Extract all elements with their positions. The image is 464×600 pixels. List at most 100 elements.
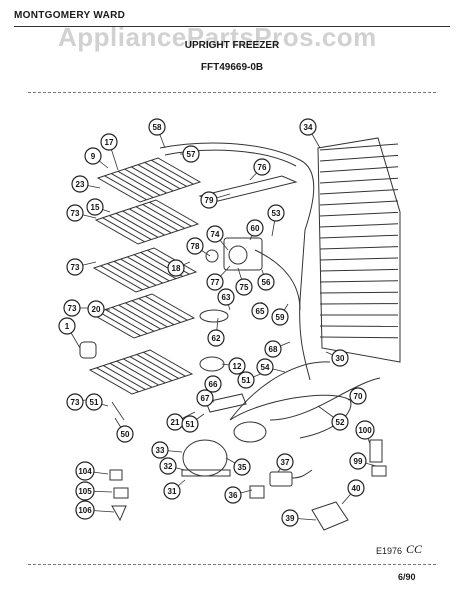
part-callout[interactable]: 105 xyxy=(75,481,95,501)
callout-number: 66 xyxy=(209,380,218,389)
callout-number: 32 xyxy=(164,462,173,471)
relay-36 xyxy=(249,485,265,499)
part-callout[interactable]: 77 xyxy=(206,273,224,291)
part-callout[interactable]: 51 xyxy=(181,415,199,433)
light-socket-1 xyxy=(79,341,97,359)
part-callout[interactable]: 23 xyxy=(71,175,89,193)
part-callout[interactable]: 74 xyxy=(206,225,224,243)
part-callout[interactable]: 60 xyxy=(246,219,264,237)
part-callout[interactable]: 20 xyxy=(87,300,105,318)
part-callout[interactable]: 63 xyxy=(217,288,235,306)
callout-number: 37 xyxy=(281,458,290,467)
callout-number: 57 xyxy=(187,150,196,159)
part-callout[interactable]: 65 xyxy=(251,302,269,320)
callout-number: 65 xyxy=(256,307,265,316)
coil-tube xyxy=(319,177,399,184)
top-divider xyxy=(28,92,436,93)
part-callout[interactable]: 9 xyxy=(84,147,102,165)
callout-number: 50 xyxy=(121,430,130,439)
part-callout[interactable]: 21 xyxy=(166,413,184,431)
part-callout[interactable]: 70 xyxy=(349,387,367,405)
part-callout[interactable]: 73 xyxy=(63,299,81,317)
part-callout[interactable]: 33 xyxy=(151,441,169,459)
part-callout[interactable]: 62 xyxy=(207,329,225,347)
part-callout[interactable]: 66 xyxy=(204,375,222,393)
part-callout[interactable]: 76 xyxy=(253,158,271,176)
part-callout[interactable]: 67 xyxy=(196,389,214,407)
part-callout[interactable]: 1 xyxy=(58,317,76,335)
part-callout[interactable]: 17 xyxy=(100,133,118,151)
coil-tube xyxy=(319,166,399,173)
part-callout[interactable]: 31 xyxy=(163,482,181,500)
part-callout[interactable]: 51 xyxy=(237,371,255,389)
coil-tube xyxy=(319,143,399,151)
model-number: FFT49669-0B xyxy=(200,62,264,73)
part-callout[interactable]: 57 xyxy=(182,145,200,163)
part-callout[interactable]: 53 xyxy=(267,204,285,222)
coil-tube xyxy=(319,268,399,272)
part-callout[interactable]: 58 xyxy=(148,118,166,136)
part-callout[interactable]: 99 xyxy=(349,452,367,470)
part-callout[interactable]: 51 xyxy=(85,393,103,411)
part-callout[interactable]: 78 xyxy=(186,237,204,255)
callout-number: 56 xyxy=(262,278,271,287)
callout-number: 9 xyxy=(91,152,96,161)
callout-number: 30 xyxy=(336,354,345,363)
refrigerant-tubing xyxy=(159,142,381,421)
wire-shelf xyxy=(88,349,194,395)
brand-name: MONTGOMERY WARD xyxy=(14,10,126,21)
shelves-group xyxy=(88,157,202,395)
part-callout[interactable]: 30 xyxy=(331,349,349,367)
part-callout[interactable]: 79 xyxy=(200,191,218,209)
callout-number: 99 xyxy=(354,457,363,466)
part-callout[interactable]: 59 xyxy=(271,308,289,326)
part-callout[interactable]: 54 xyxy=(256,358,274,376)
part-callout[interactable]: 73 xyxy=(66,393,84,411)
drain-pan-12 xyxy=(199,356,225,372)
part-callout[interactable]: 106 xyxy=(75,500,95,520)
callout-number: 75 xyxy=(240,283,249,292)
callout-number: 12 xyxy=(233,362,242,371)
callout-number: 15 xyxy=(91,203,100,212)
callout-number: 40 xyxy=(352,484,361,493)
part-callout[interactable]: 104 xyxy=(75,461,95,481)
part-callout[interactable]: 68 xyxy=(264,340,282,358)
header-rule xyxy=(14,26,450,27)
part-callout[interactable]: 37 xyxy=(276,453,294,471)
defrost-timer-37 xyxy=(269,469,313,487)
callout-number: 68 xyxy=(269,345,278,354)
bottom-divider xyxy=(28,564,436,565)
part-callout[interactable]: 32 xyxy=(159,457,177,475)
callout-number: 63 xyxy=(222,293,231,302)
callout-number: 58 xyxy=(153,123,162,132)
initials-mark: CC xyxy=(406,542,423,556)
part-callout[interactable]: 73 xyxy=(66,258,84,276)
part-callout[interactable]: 18 xyxy=(167,259,185,277)
callout-number: 77 xyxy=(211,278,220,287)
wire-shelf xyxy=(92,247,198,293)
part-callout[interactable]: 100 xyxy=(355,420,375,440)
callout-number: 17 xyxy=(105,138,114,147)
part-callout[interactable]: 34 xyxy=(299,118,317,136)
part-callout[interactable]: 12 xyxy=(228,357,246,375)
cord-99-100 xyxy=(369,439,387,477)
leader-lines xyxy=(66,126,377,521)
part-callout[interactable]: 52 xyxy=(331,413,349,431)
wire-shelf xyxy=(94,199,200,245)
part-callout[interactable]: 35 xyxy=(233,458,251,476)
callout-number: 105 xyxy=(78,487,92,496)
part-callout[interactable]: 50 xyxy=(116,425,134,443)
part-callout[interactable]: 73 xyxy=(66,204,84,222)
coil-tube xyxy=(319,154,399,162)
part-callout[interactable]: 56 xyxy=(257,273,275,291)
drain-trough-62 xyxy=(199,309,229,323)
part-callout[interactable]: 40 xyxy=(347,479,365,497)
coil-tube xyxy=(319,234,399,239)
part-callout[interactable]: 36 xyxy=(224,486,242,504)
part-callout[interactable]: 15 xyxy=(86,198,104,216)
callout-number: 21 xyxy=(171,418,180,427)
callout-number: 70 xyxy=(354,392,363,401)
part-callout[interactable]: 75 xyxy=(235,278,253,296)
part-callout[interactable]: 39 xyxy=(281,509,299,527)
callout-number: 73 xyxy=(68,304,77,313)
